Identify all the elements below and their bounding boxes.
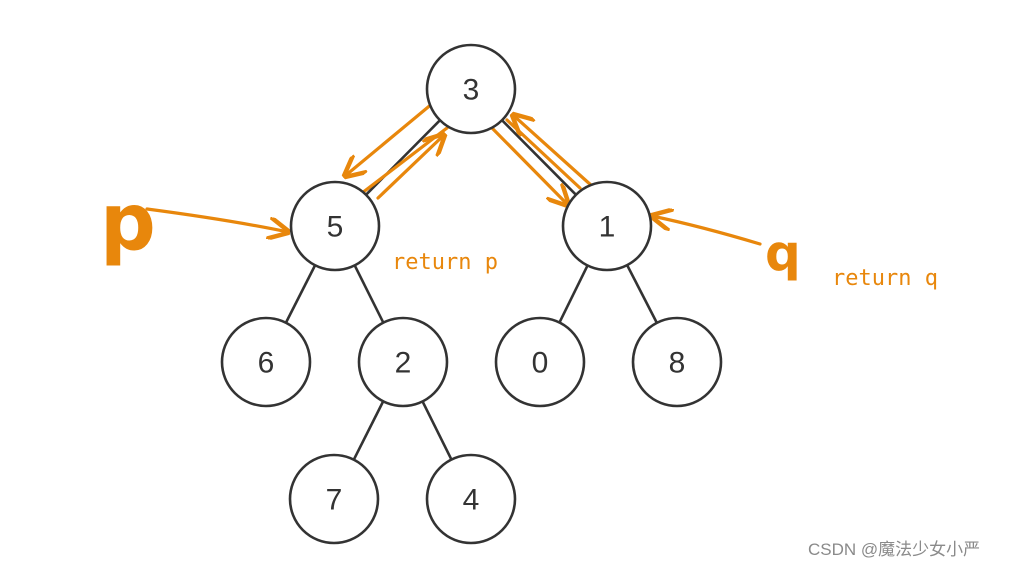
node-label: 7 <box>326 484 343 517</box>
node-label: 2 <box>395 347 412 380</box>
node-circle <box>494 316 586 408</box>
node-circle <box>425 43 517 135</box>
arrow-p-to-5 <box>145 207 288 232</box>
tree-node-4: 4 <box>425 453 517 545</box>
edge-n2-n4 <box>421 400 453 461</box>
edge-n3-n5 <box>365 119 441 196</box>
tree-node-6: 6 <box>220 316 312 408</box>
tree-node-7: 7 <box>288 453 380 545</box>
node-circle <box>288 453 380 545</box>
tree-edges <box>284 119 659 461</box>
watermark: CSDN @魔法少女小严 <box>808 540 980 559</box>
node-circle <box>289 180 381 272</box>
edge-n3-n1 <box>501 119 577 196</box>
edge-n5-n2 <box>353 264 385 324</box>
arrow-3-to-5 <box>345 101 435 176</box>
node-circle <box>561 180 653 272</box>
node-circle <box>425 453 517 545</box>
node-circle <box>631 316 723 408</box>
arrow-1-to-3-b <box>505 118 582 190</box>
return-q-label: return q <box>832 266 938 291</box>
node-circle <box>220 316 312 408</box>
node-label: 5 <box>327 211 344 244</box>
return-p-label: return p <box>392 250 498 275</box>
tree-node-3: 3 <box>425 43 517 135</box>
edge-n5-n6 <box>284 264 317 324</box>
arrow-5-to-3-a <box>360 126 449 195</box>
tree-node-2: 2 <box>357 316 449 408</box>
arrow-q-to-1 <box>652 216 762 246</box>
arrow-1-to-3-a <box>513 115 594 188</box>
tree-nodes: 3 5 1 6 2 0 8 7 4 <box>220 43 723 545</box>
node-label: 4 <box>463 484 480 517</box>
edge-n1-n8 <box>625 264 659 324</box>
edge-n1-n0 <box>558 264 589 324</box>
q-label: q <box>765 224 801 282</box>
tree-node-5: 5 <box>289 180 381 272</box>
edge-n2-n7 <box>352 400 385 461</box>
node-label: 0 <box>532 347 549 380</box>
node-label: 1 <box>599 211 616 244</box>
node-label: 3 <box>463 74 480 107</box>
node-circle <box>357 316 449 408</box>
arrow-5-to-3-b <box>376 135 444 200</box>
tree-node-0: 0 <box>494 316 586 408</box>
arrow-3-to-1 <box>490 126 568 205</box>
traversal-arrows <box>145 101 762 246</box>
node-label: 6 <box>258 347 275 380</box>
p-label: p <box>100 178 156 268</box>
node-label: 8 <box>669 347 686 380</box>
tree-node-1: 1 <box>561 180 653 272</box>
tree-node-8: 8 <box>631 316 723 408</box>
